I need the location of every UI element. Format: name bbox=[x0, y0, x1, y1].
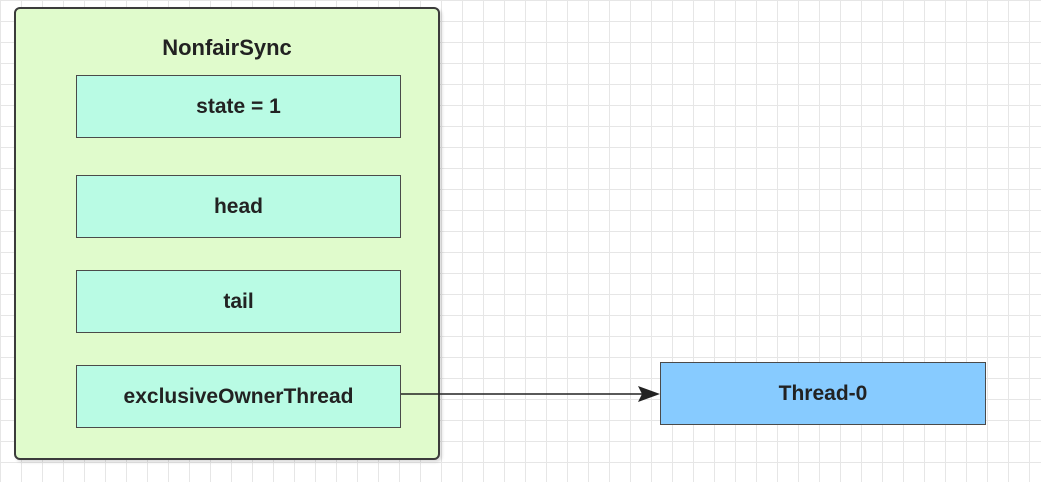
thread-0-label: Thread-0 bbox=[778, 381, 868, 405]
container-title: NonfairSync bbox=[162, 35, 292, 60]
field-exclusive-owner-thread: exclusiveOwnerThread bbox=[76, 365, 401, 428]
field-exclusive-owner-thread-label: exclusiveOwnerThread bbox=[123, 384, 354, 408]
field-state-label: state = 1 bbox=[196, 94, 281, 118]
field-tail: tail bbox=[76, 270, 401, 333]
arrowhead-icon bbox=[638, 386, 660, 402]
field-tail-label: tail bbox=[223, 289, 254, 313]
field-head: head bbox=[76, 175, 401, 238]
thread-0-box: Thread-0 bbox=[660, 362, 986, 425]
field-head-label: head bbox=[213, 194, 263, 218]
field-state: state = 1 bbox=[76, 75, 401, 138]
nonfairsync-container: NonfairSync state = 1 head tail exclusiv… bbox=[14, 7, 440, 460]
